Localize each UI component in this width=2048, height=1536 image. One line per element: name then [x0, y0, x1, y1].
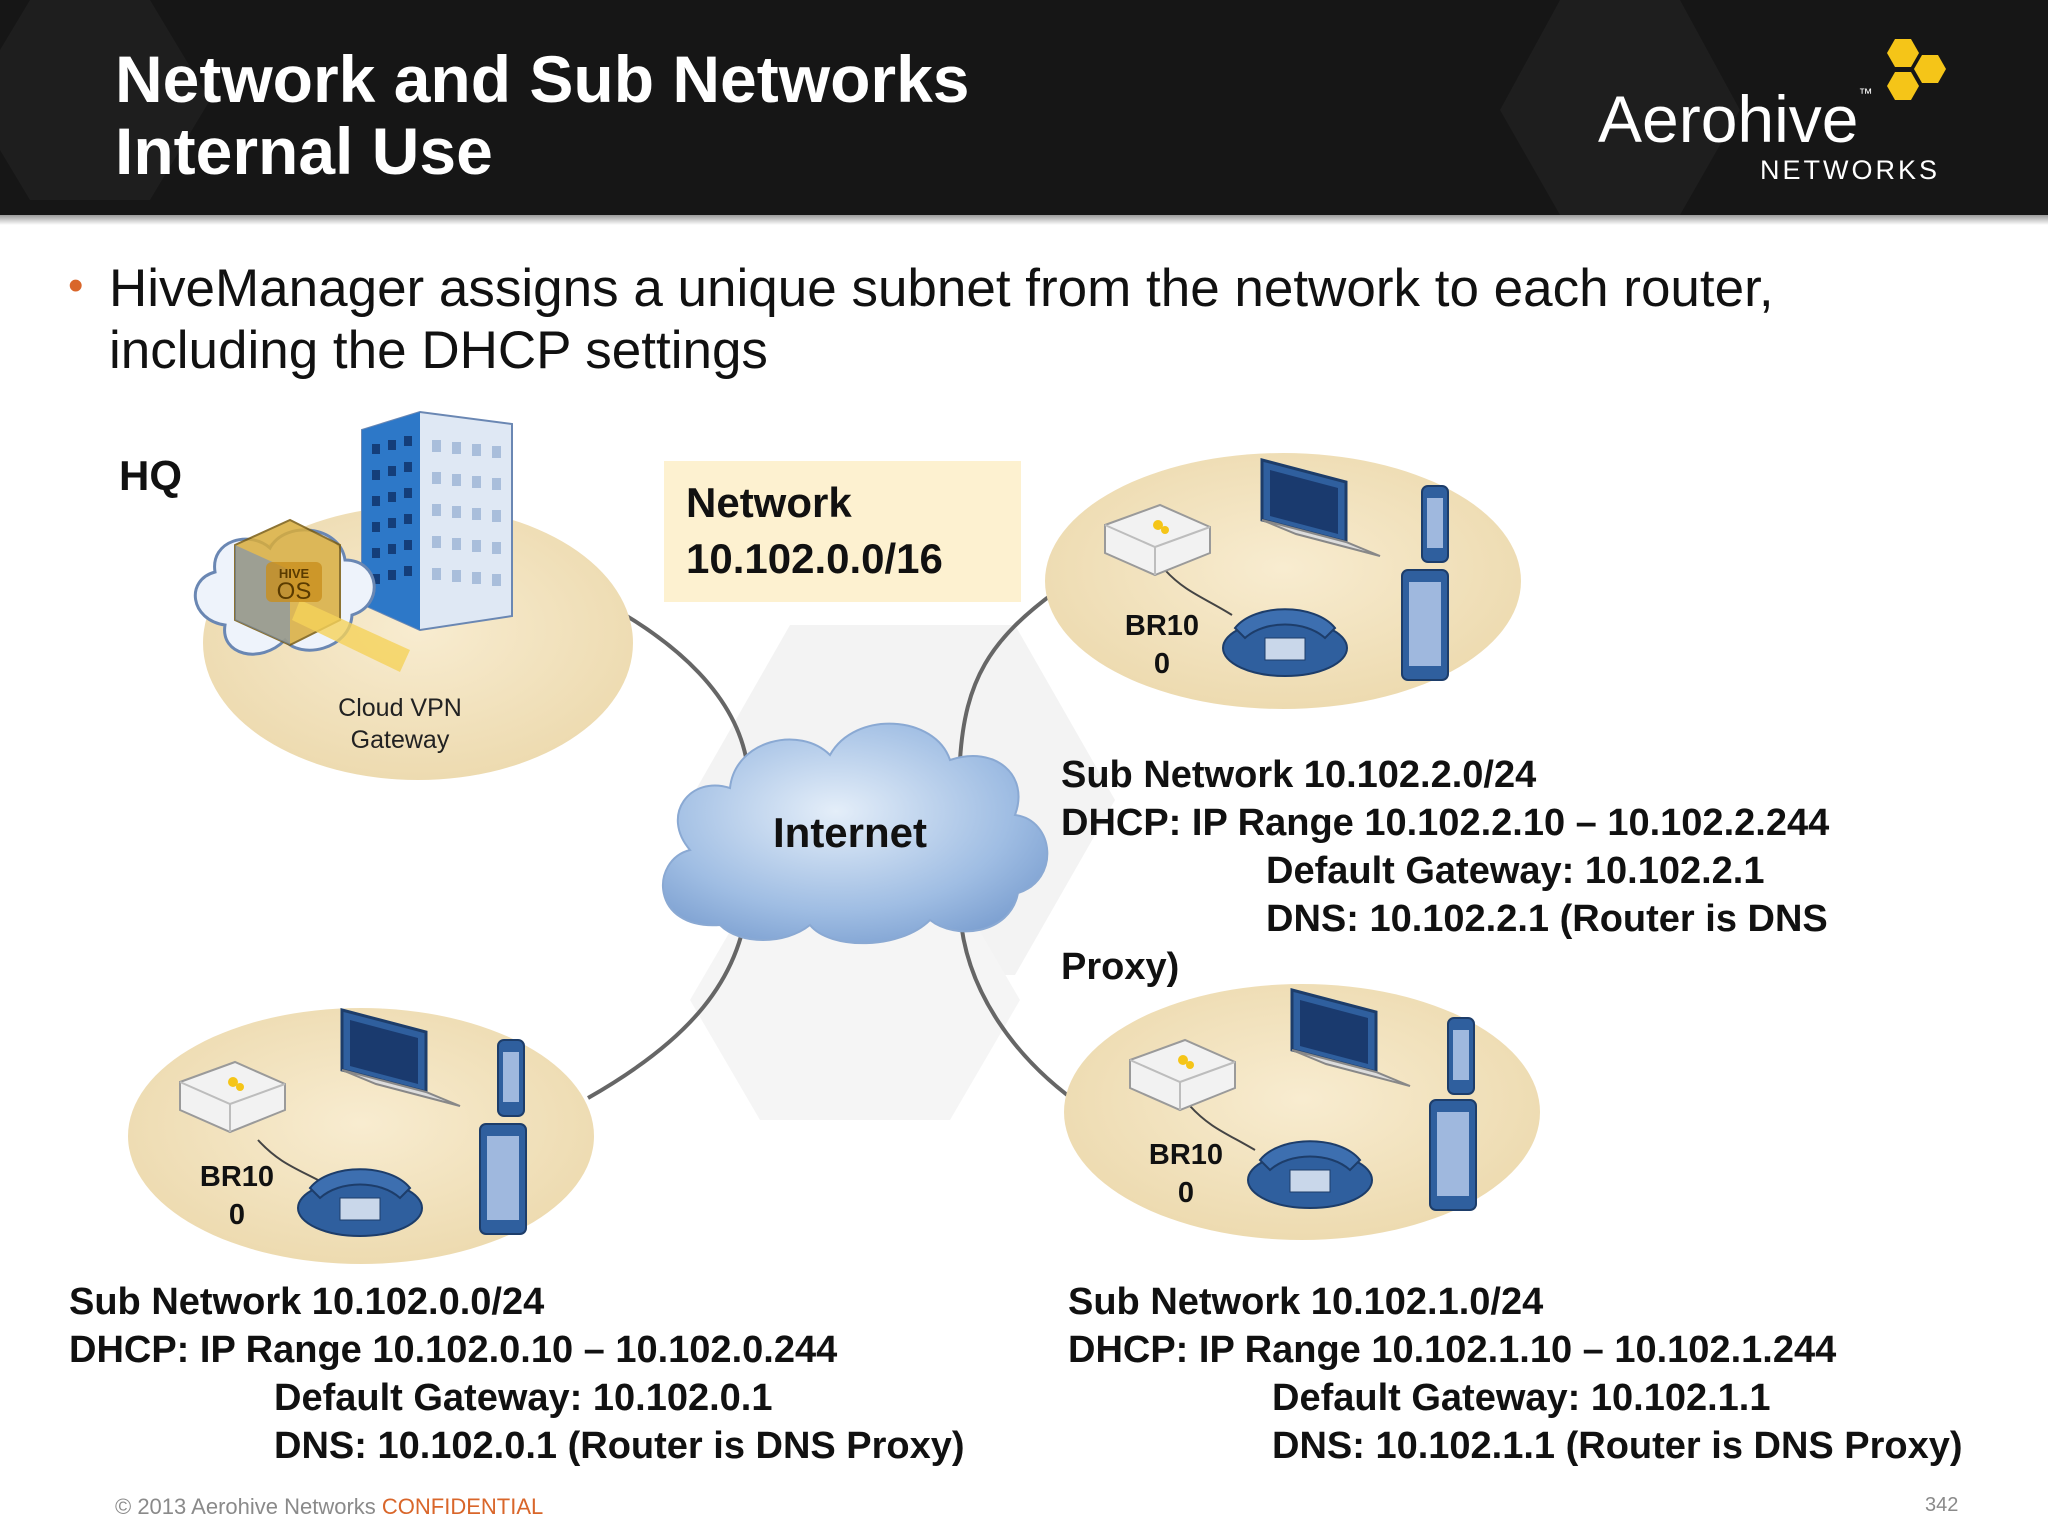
site-bottom-right: [1064, 984, 1540, 1240]
hiveos-badge-bottom: OS: [277, 578, 312, 605]
subnet-tr-line1: Sub Network 10.102.2.0/24: [1061, 754, 1537, 796]
hq-building-icon: [361, 410, 513, 632]
bullet-text-line2: including the DHCP settings: [109, 321, 768, 380]
subnet-bl-line3: Default Gateway: 10.102.0.1: [274, 1377, 773, 1419]
mobile-phone-icon: [1447, 1017, 1475, 1095]
slide-header: Network and Sub Networks Internal Use Ae…: [0, 0, 2048, 215]
copyright-text: © 2013 Aerohive Networks: [115, 1494, 382, 1519]
subnet-tr-line5: Proxy): [1061, 946, 1180, 988]
tablet-icon: [479, 1123, 527, 1235]
cloud-vpn-gateway-icon: HIVE OS: [193, 518, 410, 672]
subnet-br-line4: DNS: 10.102.1.1 (Router is DNS Proxy): [1272, 1425, 1963, 1467]
mobile-phone-icon: [497, 1039, 525, 1117]
header-shadow: [0, 215, 2048, 225]
subnet-bl-line4: DNS: 10.102.0.1 (Router is DNS Proxy): [274, 1425, 965, 1467]
subnet-br-line2: DHCP: IP Range 10.102.1.10 – 10.102.1.24…: [1068, 1329, 1837, 1371]
internet-cloud: [661, 722, 1049, 945]
logo-name: Aerohive™: [1598, 82, 1873, 156]
cloud-vpn-gateway-label: Cloud VPN Gateway: [330, 692, 470, 756]
confidential-label: CONFIDENTIAL: [381, 1494, 544, 1519]
slide-title-line2: Internal Use: [115, 114, 493, 188]
bullet-marker: •: [68, 261, 84, 310]
tablet-icon: [1429, 1099, 1477, 1211]
tablet-icon: [1401, 569, 1449, 681]
network-label-line2: 10.102.0.0/16: [686, 535, 943, 582]
mobile-phone-icon: [1421, 485, 1449, 563]
link-internet-site-bottom-right: [958, 911, 1087, 1110]
internet-cloud-shape: [661, 722, 1049, 945]
hq-label: HQ: [119, 452, 182, 499]
bullet-text-line1: HiveManager assigns a unique subnet from…: [109, 259, 1774, 318]
site-top-right: [1045, 453, 1521, 709]
slide-title-line1: Network and Sub Networks: [115, 42, 970, 116]
network-label-line1: Network: [686, 479, 852, 526]
site-bottom-left: [128, 1008, 594, 1264]
link-internet-site-top-right: [958, 590, 1057, 761]
page-number: 342: [1925, 1494, 1959, 1516]
subnet-br-line1: Sub Network 10.102.1.0/24: [1068, 1281, 1544, 1323]
network-label-box: [664, 461, 1021, 602]
footer-copyright: © 2013 Aerohive Networks CONFIDENTIAL: [115, 1494, 543, 1520]
subnet-tr-line2: DHCP: IP Range 10.102.2.10 – 10.102.2.24…: [1061, 802, 1830, 844]
logo-subtitle: NETWORKS: [1760, 155, 1941, 185]
header-hexagon-pattern: [0, 0, 1740, 215]
subnet-br-line3: Default Gateway: 10.102.1.1: [1272, 1377, 1771, 1419]
internet-label: Internet: [773, 809, 928, 856]
subnet-tr-line3: Default Gateway: 10.102.2.1: [1266, 850, 1765, 892]
subnet-bl-line2: DHCP: IP Range 10.102.0.10 – 10.102.0.24…: [69, 1329, 838, 1371]
hq-site: HIVE OS: [193, 410, 633, 780]
hiveos-badge-top: HIVE: [279, 566, 310, 581]
subnet-tr-line4: DNS: 10.102.2.1 (Router is DNS: [1266, 898, 1828, 940]
cloud-vpn-label-line1: Cloud VPN: [338, 694, 462, 722]
cloud-vpn-label-line2: Gateway: [350, 726, 450, 754]
subnet-bl-line1: Sub Network 10.102.0.0/24: [69, 1281, 545, 1323]
logo-honeycomb-icon: [1887, 39, 1946, 100]
